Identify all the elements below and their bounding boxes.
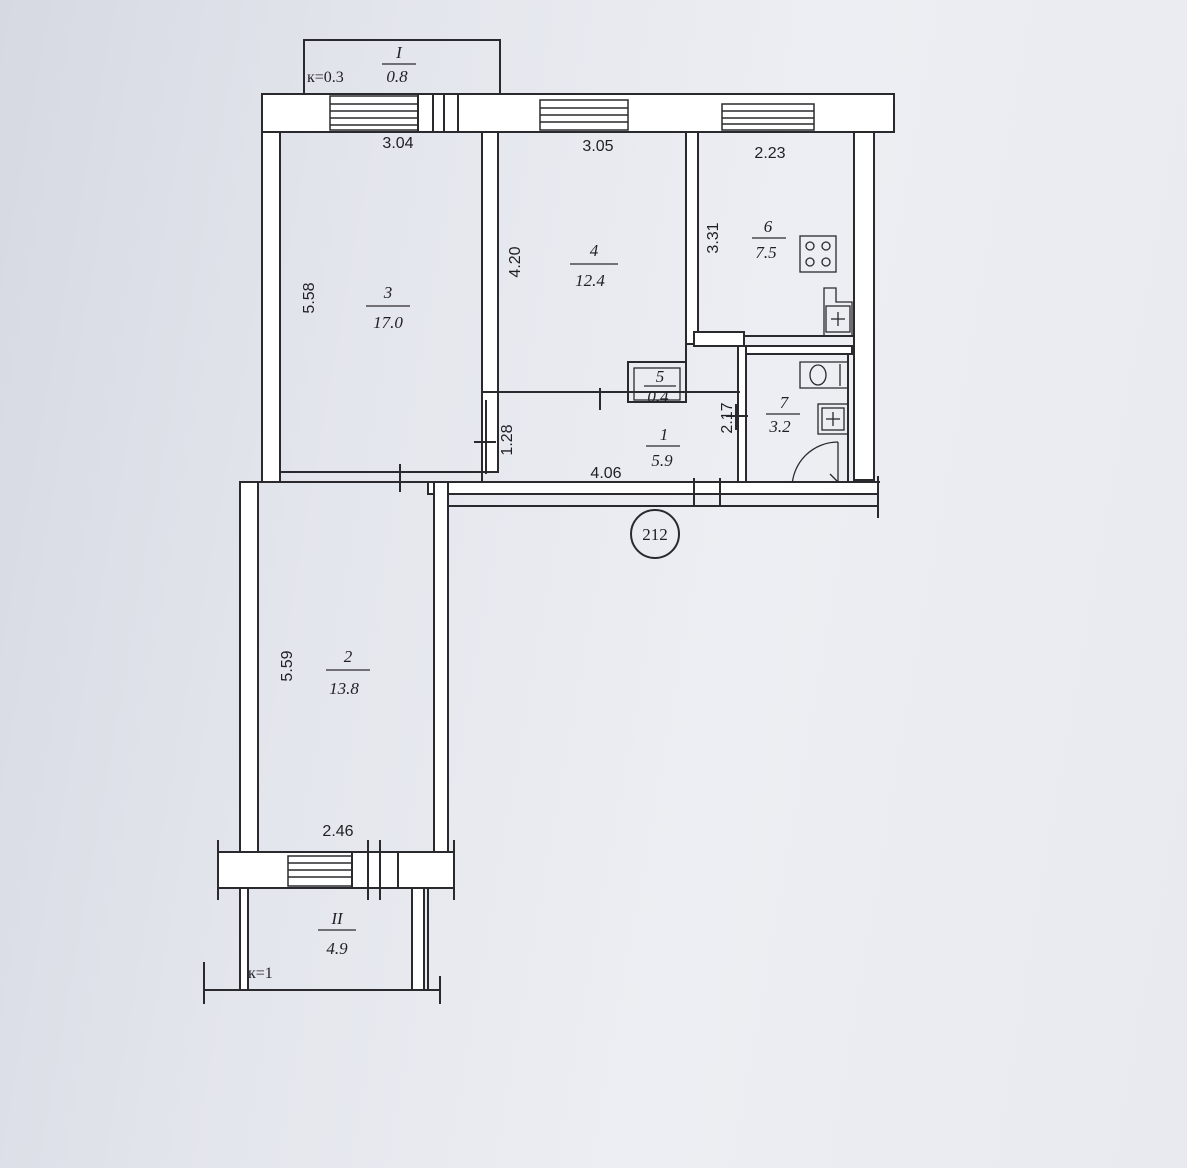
dim-room4-length: 4.20 — [507, 246, 524, 277]
balcony-2-id: II — [330, 909, 344, 928]
balcony-2-area: 4.9 — [326, 939, 348, 958]
room-5 — [627, 361, 687, 403]
room-4-area: 12.4 — [575, 271, 605, 290]
window-room3 — [329, 95, 419, 131]
toilet-icon — [809, 364, 827, 386]
window-room4 — [539, 99, 629, 131]
dim-room3-width: 3.04 — [382, 135, 413, 152]
dim-room7-length: 2.17 — [719, 402, 736, 433]
room-4-id: 4 — [590, 241, 599, 260]
room-7-area: 3.2 — [768, 417, 791, 436]
dim-room2-length: 5.59 — [279, 650, 296, 681]
unit-number-badge: 212 — [630, 509, 680, 559]
bath-sink-icon — [817, 403, 849, 435]
room-1 — [279, 391, 880, 506]
wall-left-upper — [261, 131, 281, 483]
room-6-area: 7.5 — [755, 243, 776, 262]
room-7 — [737, 345, 853, 491]
dim-room2-width: 2.46 — [322, 823, 353, 840]
balcony-2-coef: к=1 — [248, 965, 273, 982]
room-2-id: 2 — [344, 647, 353, 666]
room-2-area: 13.8 — [329, 679, 359, 698]
dim-room6-width: 2.23 — [754, 145, 785, 162]
partition-3-4 — [481, 131, 499, 473]
window-room2 — [287, 855, 353, 887]
room-2 — [239, 481, 449, 859]
room-5-area: 0.4 — [647, 387, 669, 406]
room-5-id: 5 — [656, 367, 665, 386]
dim-room6-length: 3.31 — [705, 222, 722, 253]
partition-4-6 — [685, 131, 699, 345]
room-3-id: 3 — [383, 283, 393, 302]
balcony-1-id: I — [395, 43, 403, 62]
balcony-1-area: 0.8 — [386, 67, 408, 86]
bathroom-door-arc — [791, 441, 839, 489]
unit-number: 212 — [642, 525, 668, 544]
room-6-id: 6 — [764, 217, 773, 236]
dim-hall-width: 1.28 — [499, 424, 516, 455]
window-room6 — [721, 103, 815, 131]
room-7-id: 7 — [780, 393, 790, 412]
stove-icon — [799, 235, 837, 273]
dim-room3-length: 5.58 — [301, 282, 318, 313]
dim-hall-length: 4.06 — [590, 465, 621, 482]
door-balcony-1 — [417, 93, 459, 133]
room-1-area: 5.9 — [651, 451, 673, 470]
room-1-id: 1 — [660, 425, 669, 444]
balcony-2 — [203, 887, 441, 1004]
dim-room4-width: 3.05 — [582, 138, 613, 155]
room-6 — [693, 132, 854, 347]
kitchen-sink-icon — [823, 287, 853, 337]
wall-right — [853, 131, 875, 481]
balcony-1-coef: к=0.3 — [307, 69, 344, 86]
room-3-area: 17.0 — [373, 313, 403, 332]
